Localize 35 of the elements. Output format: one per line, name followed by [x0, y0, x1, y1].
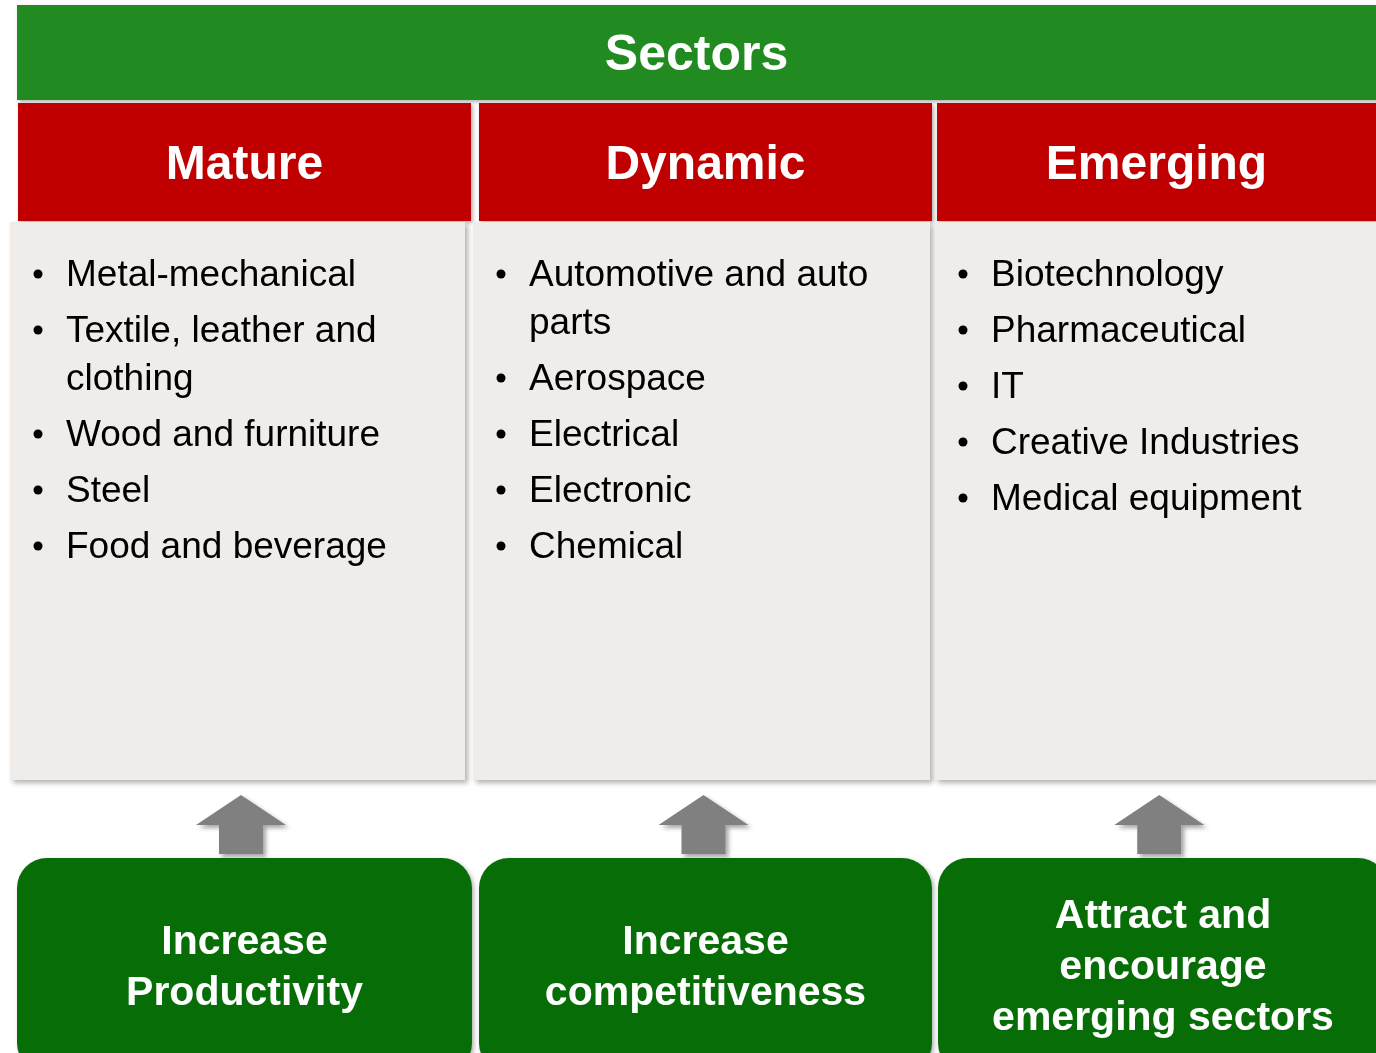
list-item: Electronic — [529, 469, 692, 510]
label-text: Mature — [165, 134, 324, 190]
goal-box — [17, 858, 472, 1053]
list-item: Textile, leather and clothing — [66, 309, 377, 398]
label-text: Dynamic — [605, 134, 806, 190]
list-item: Automotive and auto parts — [529, 253, 869, 342]
column-header — [937, 103, 1376, 221]
list-item: Wood and furniture — [66, 413, 380, 454]
block-arrow — [196, 795, 286, 854]
sector-list-panel — [10, 222, 465, 780]
column-header — [18, 103, 471, 221]
column-header — [479, 103, 932, 221]
goal-box — [479, 858, 932, 1053]
label-text: Attract and encourage emerging sectors — [991, 890, 1335, 1041]
list-item: Food and beverage — [66, 525, 387, 566]
sector-list-panel — [935, 222, 1376, 780]
list-item: Pharmaceutical — [991, 309, 1246, 350]
block-arrow — [658, 795, 749, 854]
label-text: Emerging — [1045, 134, 1268, 190]
list-item: Steel — [66, 469, 151, 510]
list-item: Chemical — [529, 525, 684, 566]
list-item: Electrical — [529, 413, 680, 454]
list-item: Metal-mechanical — [66, 253, 356, 294]
list-item: IT — [991, 365, 1024, 406]
label-text: Sectors — [604, 23, 789, 82]
list-item: Aerospace — [529, 357, 706, 398]
goal-box — [938, 858, 1376, 1053]
title-band — [17, 5, 1376, 100]
list-item: Creative Industries — [991, 421, 1300, 462]
list-item: Biotechnology — [991, 253, 1224, 294]
label-text: Increase competitiveness — [543, 915, 868, 1016]
sector-list-panel — [473, 222, 930, 780]
list-item: Medical equipment — [991, 477, 1302, 518]
label-text: Increase Productivity — [125, 915, 364, 1016]
block-arrow — [1114, 795, 1205, 854]
